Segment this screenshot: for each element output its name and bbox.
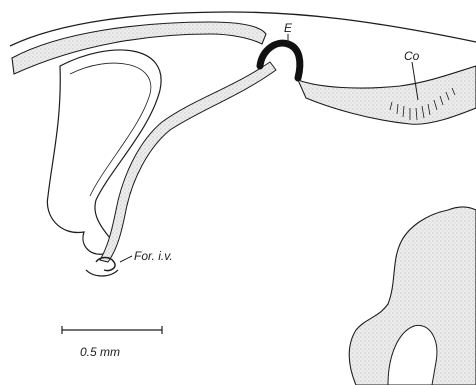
- commissure-label: Co: [404, 49, 420, 63]
- foramen-leader: [120, 256, 132, 262]
- ependyma-label: E: [284, 21, 293, 35]
- foramen-label: For. i.v.: [134, 249, 173, 263]
- scale-bar-label: 0.5 mm: [80, 345, 120, 359]
- commissure-band: [298, 66, 476, 124]
- scale-bar: [62, 326, 162, 334]
- foramen-arc: [86, 270, 118, 276]
